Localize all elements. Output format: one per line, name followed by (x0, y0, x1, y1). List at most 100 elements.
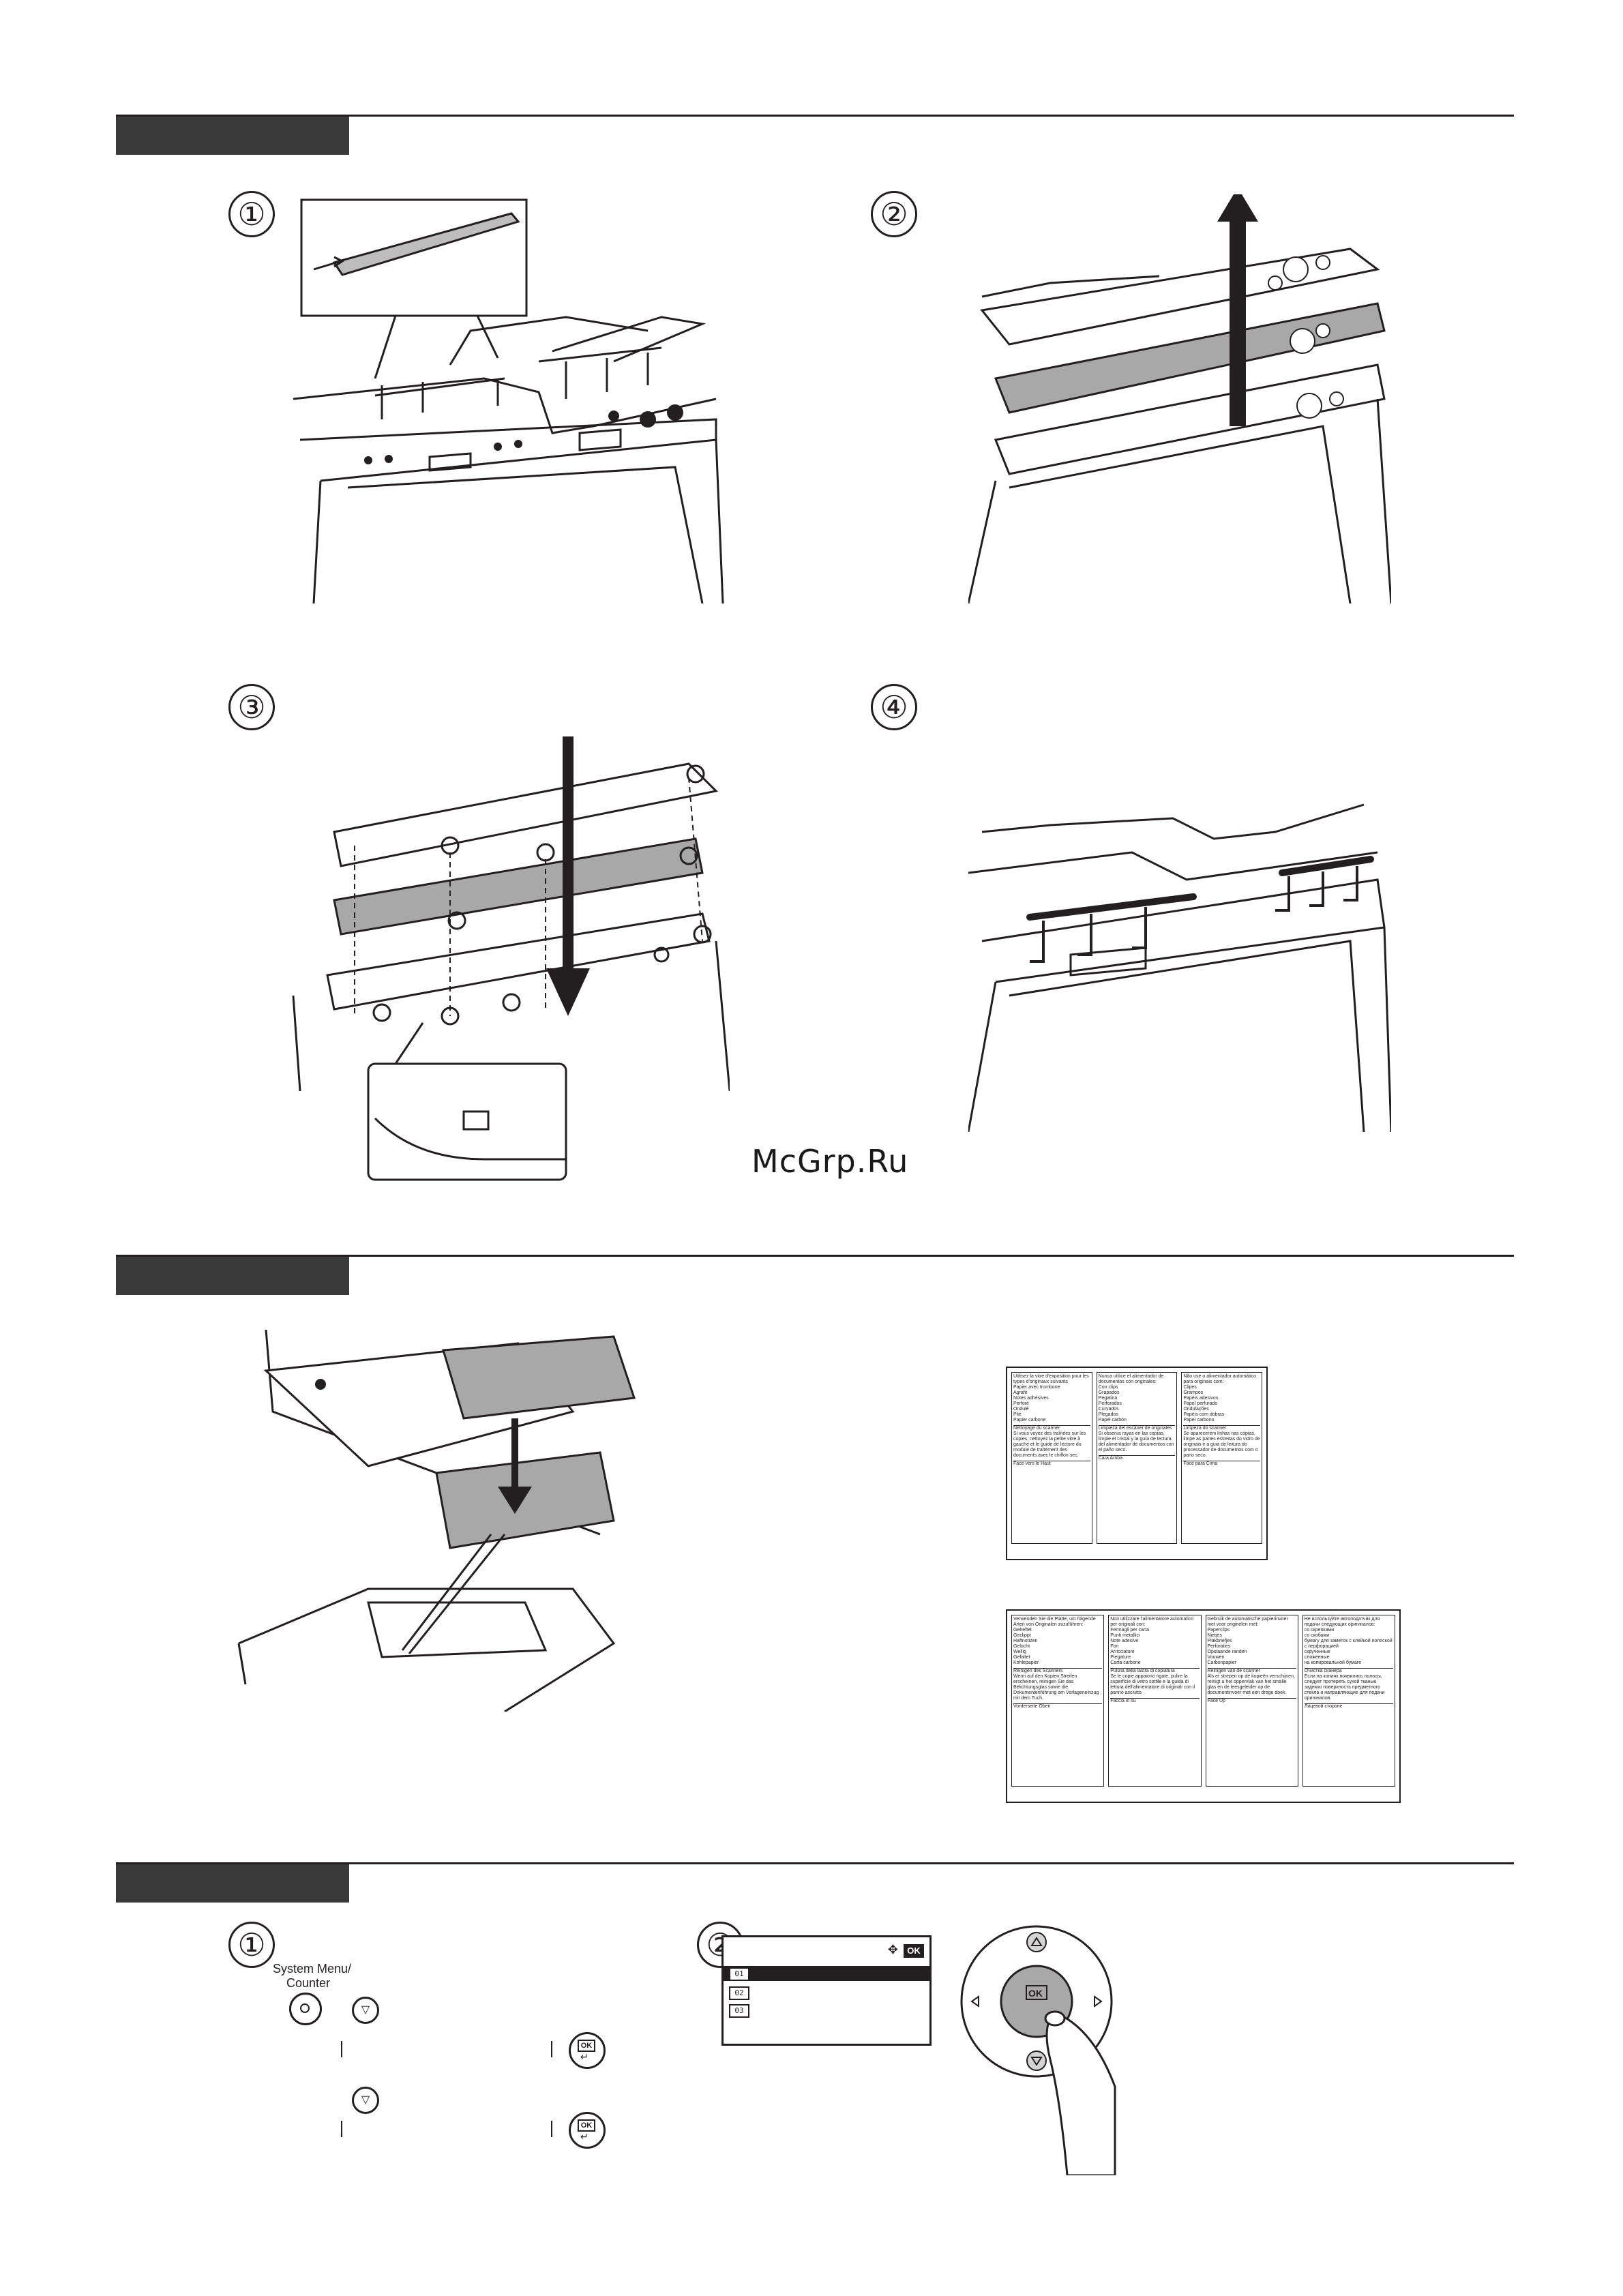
card-list-item: Fori (1110, 1644, 1119, 1649)
card-column: Не используйте автоподатчик для подачи с… (1302, 1615, 1395, 1787)
card-list-item: Haftnotizen (1013, 1639, 1038, 1643)
section-2-rule (116, 1255, 1514, 1257)
separator (341, 2121, 342, 2137)
card-list-item: Curvados (1098, 1407, 1119, 1412)
card-list-item: Perforados (1098, 1401, 1122, 1406)
illustration-label-placement (232, 1330, 655, 1712)
card-a-text: Não use o alimentador automático para or… (1183, 1374, 1256, 1384)
card-b-title: Reinigen van de scanner (1207, 1668, 1296, 1674)
illustration-remove-clips (293, 194, 730, 603)
system-menu-indicator-icon (300, 2003, 310, 2013)
step-number-3: ③ (228, 684, 275, 730)
illustration-lift-overlay (968, 194, 1391, 603)
card-a-text: Не используйте автоподатчик для подачи с… (1304, 1617, 1380, 1627)
card-list-item: Papéis com dobras (1183, 1412, 1225, 1417)
card-list-item: Grampos (1183, 1390, 1204, 1395)
card-list-item: Paperclips (1207, 1628, 1230, 1632)
counter-label: Counter (286, 1976, 331, 1990)
down-arrow-icon: ▽ (361, 2094, 370, 2106)
separator (551, 2121, 552, 2137)
card-list-item: Papel carbón (1098, 1418, 1127, 1422)
enter-icon: ↵ (580, 2051, 589, 2062)
lcd-menu-item-1[interactable]: 01 (729, 1967, 749, 1981)
card-b-title: Limpieza del escáner de originales (1098, 1425, 1176, 1431)
ok-button[interactable]: OK ↵ (569, 2032, 606, 2069)
card-list-item: Papier avec trombone (1013, 1385, 1060, 1390)
card-list-item: Punti metallici (1110, 1633, 1140, 1638)
card-a-text: Gebruik de automatische papierinvoer nie… (1207, 1617, 1288, 1627)
card-c-text: Faccia in su (1110, 1698, 1200, 1704)
card-list-item: Notes adhésives (1013, 1396, 1049, 1401)
navigation-pad-illustration (958, 1923, 1122, 2175)
card-list-item: на копировальной бумаге (1304, 1660, 1362, 1665)
lcd-menu-item-3[interactable]: 03 (729, 2004, 749, 2018)
card-list-item: Kohlepapier (1013, 1660, 1039, 1665)
section-3-tab (116, 1864, 349, 1903)
card-list-item: Vouwen (1207, 1655, 1225, 1660)
card-list-item: со скобами (1304, 1633, 1330, 1638)
card-c-text: Vorderseite Oben (1013, 1703, 1103, 1710)
enter-icon: ↵ (580, 2131, 589, 2142)
card-column: Verwenden Sie die Platte, um folgende Ar… (1011, 1615, 1105, 1787)
lcd-menu-item-2[interactable]: 02 (729, 1986, 749, 2000)
card-list-item: Arricciature (1110, 1650, 1135, 1654)
card-b-text: Als er strepen op de kopieën verschijnen… (1207, 1674, 1295, 1695)
separator (551, 2041, 552, 2057)
card-list-item: Carta carbone (1110, 1660, 1141, 1665)
card-b-text: Если на копиях появились полосы, следует… (1304, 1674, 1385, 1701)
instruction-card-1: Utilisez la vitre d'exposition pour les … (1006, 1367, 1268, 1560)
card-b-title: Очистка сканера (1304, 1668, 1393, 1674)
ok-key-label: OK (1028, 1988, 1043, 1999)
card-b-text: Si vous voyez des traînées sur les copie… (1013, 1431, 1086, 1458)
card-list-item: с перфорацией (1304, 1644, 1339, 1649)
card-c-text: Face para Cima (1183, 1461, 1261, 1467)
down-arrow-icon: ▽ (361, 2004, 370, 2016)
ok-key-label: OK (578, 2040, 595, 2052)
separator (341, 2041, 342, 2057)
instruction-card-2: Verwenden Sie die Platte, um folgende Ar… (1006, 1609, 1401, 1803)
card-list-item: Papéis adesivos (1183, 1396, 1219, 1401)
card-list-item: Gefaltet (1013, 1655, 1030, 1660)
lcd-ok-badge: OK (904, 1944, 924, 1958)
card-list-item: Ondulações (1183, 1407, 1209, 1412)
down-arrow-button[interactable]: ▽ (352, 1997, 379, 2024)
card-b-text: Se le copie appaiono rigate, pulire la s… (1110, 1674, 1195, 1695)
system-menu-button[interactable] (289, 1993, 322, 2025)
card-a-text: Verwenden Sie die Platte, um folgende Ar… (1013, 1617, 1096, 1627)
ok-button[interactable]: OK ↵ (569, 2112, 606, 2149)
card-b-text: Wenn auf den Kopien Streifen erscheinen,… (1013, 1674, 1099, 1701)
card-list-item: Papel carbono (1183, 1418, 1215, 1422)
section-1-rule (116, 115, 1514, 117)
card-list-item: Fermagli per carta (1110, 1628, 1150, 1632)
section-2-tab (116, 1257, 349, 1295)
card-column: Utilisez la vitre d'exposition pour les … (1011, 1372, 1092, 1544)
card-list-item: сложенные (1304, 1655, 1330, 1660)
card-b-title: Reinigen des Scanners (1013, 1668, 1103, 1674)
card-list-item: Geclippt (1013, 1633, 1031, 1638)
card-c-text: Face vers le Haut (1013, 1461, 1090, 1467)
card-column: Não use o alimentador automático para or… (1181, 1372, 1263, 1544)
card-a-text: Non utilizzare l'alimentatore automatico… (1110, 1617, 1194, 1627)
card-list-item: Plié (1013, 1412, 1022, 1417)
section-3-rule (116, 1862, 1514, 1864)
card-list-item: со скрепками (1304, 1628, 1335, 1632)
lcd-screen: ✥ OK 01 02 03 (721, 1935, 932, 2046)
card-b-title: Limpeza do scanner (1183, 1425, 1261, 1431)
card-list-item: Wellig (1013, 1650, 1026, 1654)
card-list-item: Pegatina (1098, 1396, 1118, 1401)
card-list-item: Perforaties (1207, 1644, 1231, 1649)
card-b-text: Si observa rayas en las copias, limpie e… (1098, 1431, 1174, 1452)
card-a-text: Nunca utilice el alimentador de document… (1098, 1374, 1164, 1384)
step-number-1: ① (228, 1922, 275, 1968)
watermark: McGrp.Ru (751, 1143, 909, 1180)
card-list-item: Papier carbone (1013, 1418, 1046, 1422)
card-list-item: Agrafé (1013, 1390, 1028, 1395)
card-list-item: Nietjes (1207, 1633, 1222, 1638)
card-list-item: Plegados (1098, 1412, 1118, 1417)
card-column: Gebruik de automatische papierinvoer nie… (1205, 1615, 1298, 1787)
card-a-text: Utilisez la vitre d'exposition pour les … (1013, 1374, 1089, 1384)
down-arrow-button[interactable]: ▽ (352, 2087, 379, 2114)
step-number-1: ① (228, 191, 275, 237)
card-column: Nunca utilice el alimentador de document… (1096, 1372, 1178, 1544)
illustration-install-overlay (280, 736, 730, 1187)
